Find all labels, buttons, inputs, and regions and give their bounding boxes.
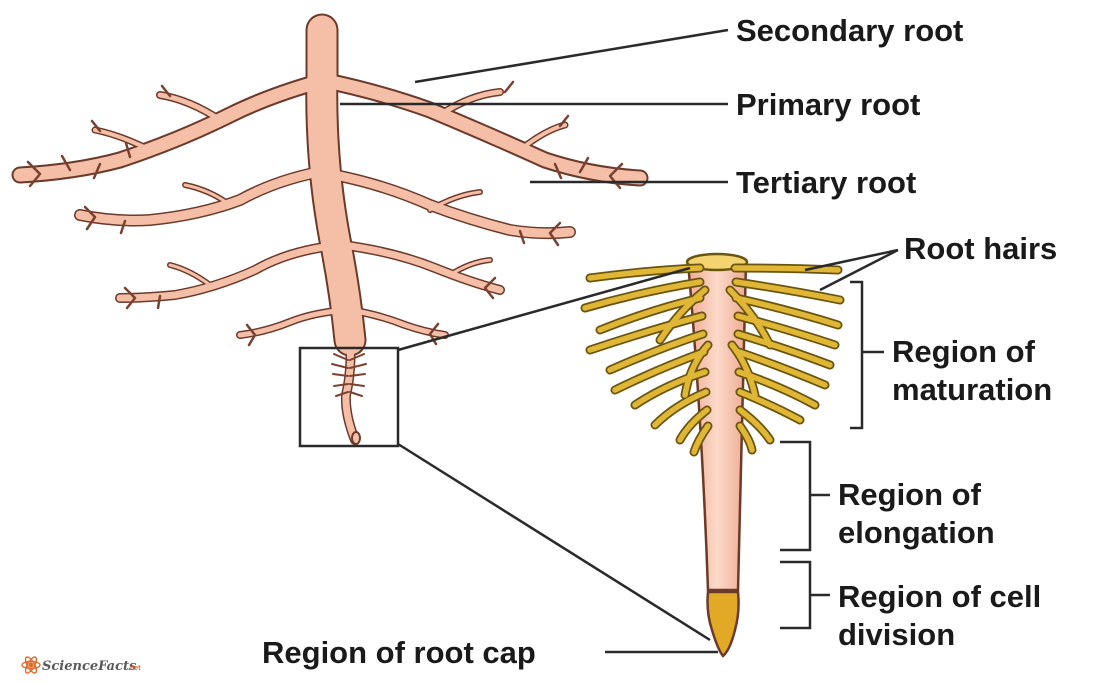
label-cell-division-line2: division — [838, 617, 955, 652]
leader-secondary-root — [415, 30, 728, 82]
label-secondary-root: Secondary root — [736, 13, 963, 48]
logo-text: ScienceFacts — [42, 659, 137, 674]
label-maturation-line2: maturation — [892, 372, 1052, 407]
atom-icon — [22, 655, 40, 674]
root-fill — [20, 30, 640, 440]
bracket-cell-division — [780, 562, 830, 628]
sciencefacts-logo: ScienceFacts .net — [22, 655, 141, 674]
label-cell-division-line1: Region of cell — [838, 579, 1041, 614]
root-system — [20, 30, 640, 444]
bracket-maturation — [850, 282, 884, 428]
label-maturation-line1: Region of — [892, 334, 1036, 369]
zoomed-root-tip — [585, 254, 840, 656]
root-cap — [708, 592, 739, 656]
label-root-hairs: Root hairs — [904, 231, 1057, 266]
logo-suffix: .net — [128, 665, 141, 672]
small-root-tip — [352, 432, 360, 444]
label-tertiary-root: Tertiary root — [736, 165, 916, 200]
label-elongation-line2: elongation — [838, 515, 995, 550]
zoom-line-bottom — [398, 444, 710, 640]
bracket-elongation — [780, 442, 830, 550]
label-elongation-line1: Region of — [838, 477, 982, 512]
label-root-cap: Region of root cap — [262, 635, 536, 670]
label-primary-root: Primary root — [736, 87, 920, 122]
